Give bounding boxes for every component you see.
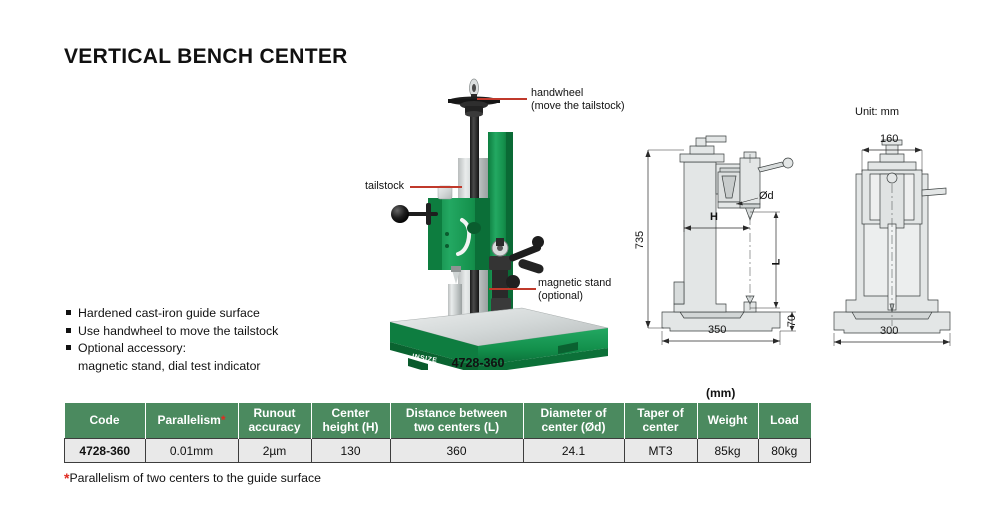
feature-text: Use handwheel to move the tailstock xyxy=(78,323,279,338)
page-title: VERTICAL BENCH CENTER xyxy=(64,45,348,68)
dim-300-label: 300 xyxy=(880,325,899,337)
side-view-drawing: 160 300 xyxy=(828,128,958,359)
cell-runout-accuracy: 2µm xyxy=(237,438,312,463)
unit-note: Unit: mm xyxy=(855,106,899,118)
spec-table: Code Parallelism* Runout accuracy Center… xyxy=(64,403,811,463)
callout-magnetic-line2: (optional) xyxy=(538,290,584,302)
callout-tailstock: tailstock xyxy=(365,180,405,192)
callout-handwheel: handwheel (move the tailstock) xyxy=(531,87,625,113)
callout-magnetic-stand: magnetic stand (optional) xyxy=(538,277,611,303)
cell-diameter-of-center: 24.1 xyxy=(522,438,625,463)
list-item: Optional accessory: xyxy=(66,340,366,357)
asterisk-marker: * xyxy=(220,412,226,427)
footnote-asterisk: * xyxy=(64,470,70,486)
footnote-text: Parallelism of two centers to the guide … xyxy=(69,471,321,485)
cell-center-height: 130 xyxy=(310,438,391,463)
unit-mm-label: (mm) xyxy=(706,386,736,400)
brand-logo-text: INSIZE xyxy=(411,353,437,364)
dim-diameter-label: Ød xyxy=(759,190,774,202)
bench-center-illustration: INSIZE xyxy=(389,78,609,374)
list-item: Hardened cast-iron guide surface xyxy=(66,305,366,322)
feature-text: Hardened cast-iron guide surface xyxy=(78,306,260,320)
feature-subtext: magnetic stand, dial test indicator xyxy=(78,358,261,373)
cell-code: 4728-360 xyxy=(64,438,146,463)
dim-h-label: H xyxy=(710,211,718,223)
product-photo: INSIZE xyxy=(370,70,630,374)
col-header-load: Load xyxy=(757,403,811,439)
col-header-runout-accuracy: Runout accuracy xyxy=(237,403,312,439)
side-view-svg xyxy=(833,139,951,346)
col-header-diameter-of-center: Diameter of center (Ød) xyxy=(522,403,625,439)
feature-list: Hardened cast-iron guide surface Use han… xyxy=(66,305,366,374)
callout-handwheel-line2: (move the tailstock) xyxy=(531,100,625,112)
cell-weight: 85kg xyxy=(696,438,759,463)
dim-350-label: 350 xyxy=(708,324,727,336)
table-header-row: Code Parallelism* Runout accuracy Center… xyxy=(64,403,811,439)
col-header-weight: Weight xyxy=(696,403,759,439)
list-item: Use handwheel to move the tailstock xyxy=(66,323,366,340)
table-row: 4728-360 0.01mm 2µm 130 360 24.1 MT3 85k… xyxy=(64,438,811,463)
dim-70-label: 70 xyxy=(786,314,799,328)
cell-taper-of-center: MT3 xyxy=(623,438,698,463)
bullet-square-icon xyxy=(66,310,71,315)
col-header-taper-of-center: Taper of center xyxy=(623,403,698,439)
col-header-code: Code xyxy=(64,403,146,439)
handwheel-leader-line xyxy=(477,98,527,100)
feature-text: Optional accessory: xyxy=(78,341,186,355)
col-header-center-height: Center height (H) xyxy=(310,403,391,439)
callout-handwheel-line1: handwheel xyxy=(531,87,584,99)
magnetic-stand-leader-line xyxy=(489,288,536,290)
cell-load: 80kg xyxy=(757,438,811,463)
cell-parallelism: 0.01mm xyxy=(144,438,239,463)
tailstock-leader-line xyxy=(410,186,462,188)
col-header-distance-between-centers: Distance between two centers (L) xyxy=(389,403,524,439)
bullet-square-icon xyxy=(66,345,71,350)
model-number: 4728-360 xyxy=(451,356,505,370)
dim-160-label: 160 xyxy=(880,133,899,145)
front-view-drawing: 735 350 70 H L Ød xyxy=(634,132,805,359)
callout-magnetic-line1: magnetic stand xyxy=(538,277,612,289)
footnote: *Parallelism of two centers to the guide… xyxy=(64,470,321,486)
dim-735-label: 735 xyxy=(634,230,647,250)
bullet-square-icon xyxy=(66,327,71,333)
front-view-svg xyxy=(645,135,796,345)
dim-l-label: L xyxy=(770,258,783,266)
col-header-parallelism: Parallelism* xyxy=(144,403,239,439)
cell-distance-between-centers: 360 xyxy=(389,438,524,463)
